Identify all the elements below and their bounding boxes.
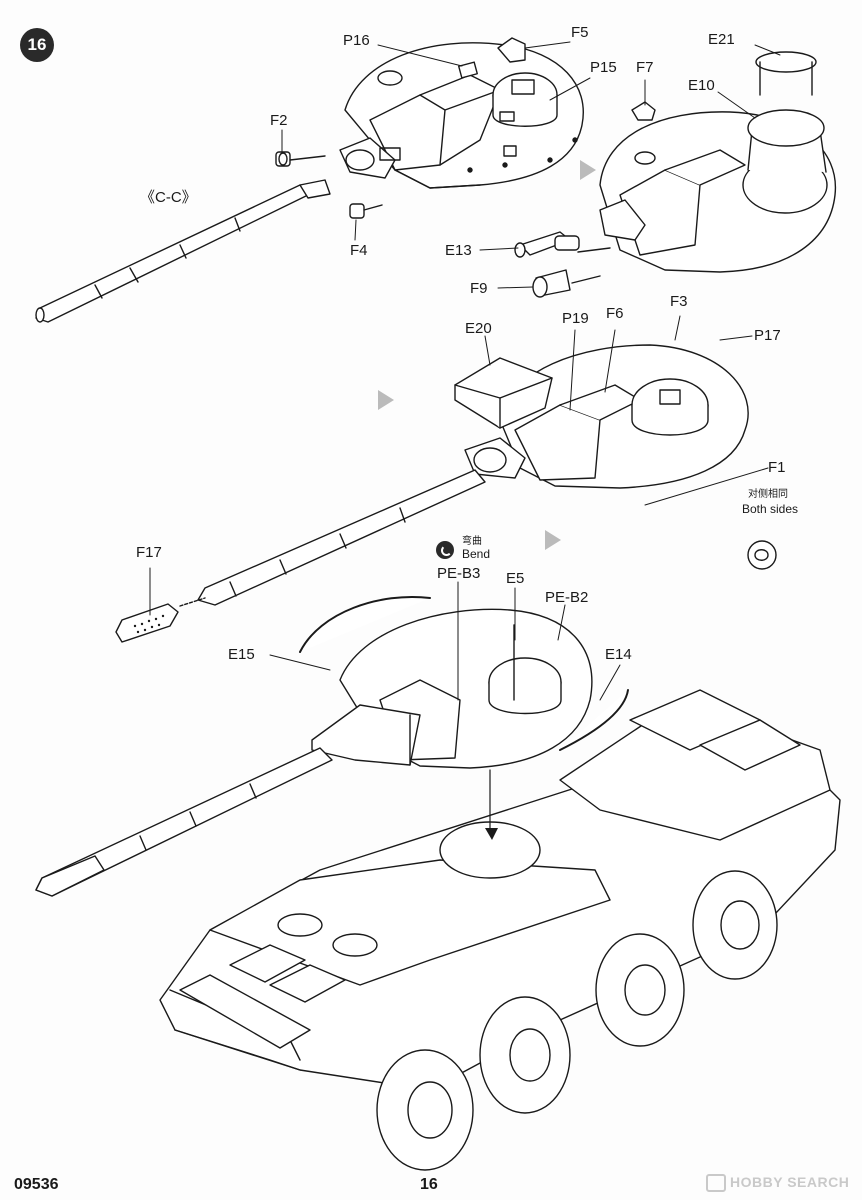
wheels bbox=[376, 870, 778, 1171]
both-sides-en: Both sides bbox=[742, 502, 799, 516]
label-PE-B3: PE-B3 bbox=[437, 565, 481, 582]
label-P16: P16 bbox=[343, 32, 370, 49]
label-P17: P17 bbox=[754, 327, 781, 344]
small-parts-B bbox=[514, 231, 611, 298]
label-CC: 《C-C》 bbox=[140, 189, 197, 206]
label-P15: P15 bbox=[590, 59, 617, 76]
both-sides-icon bbox=[747, 540, 777, 570]
label-F6: F6 bbox=[606, 305, 624, 322]
bend-icon bbox=[436, 541, 454, 559]
label-E14: E14 bbox=[605, 646, 632, 663]
bend-cn: 弯曲 bbox=[462, 536, 482, 547]
leader-lines bbox=[149, 41, 781, 701]
muzzle-brake-F17 bbox=[115, 597, 206, 643]
small-parts-A bbox=[275, 151, 383, 219]
both-sides-cn: 对侧相同 bbox=[748, 489, 788, 500]
product-code: 09536 bbox=[14, 1176, 59, 1193]
label-E15: E15 bbox=[228, 646, 255, 663]
label-F5: F5 bbox=[571, 24, 589, 41]
turret-top-right bbox=[599, 51, 837, 273]
label-PE-B2: PE-B2 bbox=[545, 589, 589, 606]
gun-barrel-bottom bbox=[35, 747, 333, 897]
label-E21: E21 bbox=[708, 31, 735, 48]
label-E13: E13 bbox=[445, 242, 472, 259]
label-F17: F17 bbox=[136, 544, 162, 561]
label-E5: E5 bbox=[506, 570, 525, 587]
label-F1: F1 bbox=[768, 459, 786, 476]
label-F9: F9 bbox=[470, 280, 488, 297]
watermark: HOBBY SEARCH bbox=[706, 1174, 850, 1193]
label-F2: F2 bbox=[270, 112, 288, 129]
label-F4: F4 bbox=[350, 242, 368, 259]
watermark-text: HOBBY SEARCH bbox=[730, 1174, 850, 1190]
turret-bottom bbox=[299, 596, 629, 769]
turret-top-left bbox=[339, 37, 584, 189]
label-F7: F7 bbox=[636, 59, 654, 76]
label-E20: E20 bbox=[465, 320, 492, 337]
label-F3: F3 bbox=[670, 293, 688, 310]
hull bbox=[159, 689, 841, 1091]
turret-middle bbox=[454, 344, 749, 489]
assembly-arrow-icon bbox=[378, 160, 596, 840]
bend-en: Bend bbox=[462, 547, 491, 561]
label-P19: P19 bbox=[562, 310, 589, 327]
step-number-badge: 16 bbox=[20, 28, 54, 62]
gun-barrel-top bbox=[35, 179, 331, 323]
gun-barrel-middle bbox=[197, 469, 486, 606]
page-number: 16 bbox=[420, 1176, 438, 1193]
watermark-logo-icon bbox=[706, 1174, 726, 1193]
label-E10: E10 bbox=[688, 77, 715, 94]
